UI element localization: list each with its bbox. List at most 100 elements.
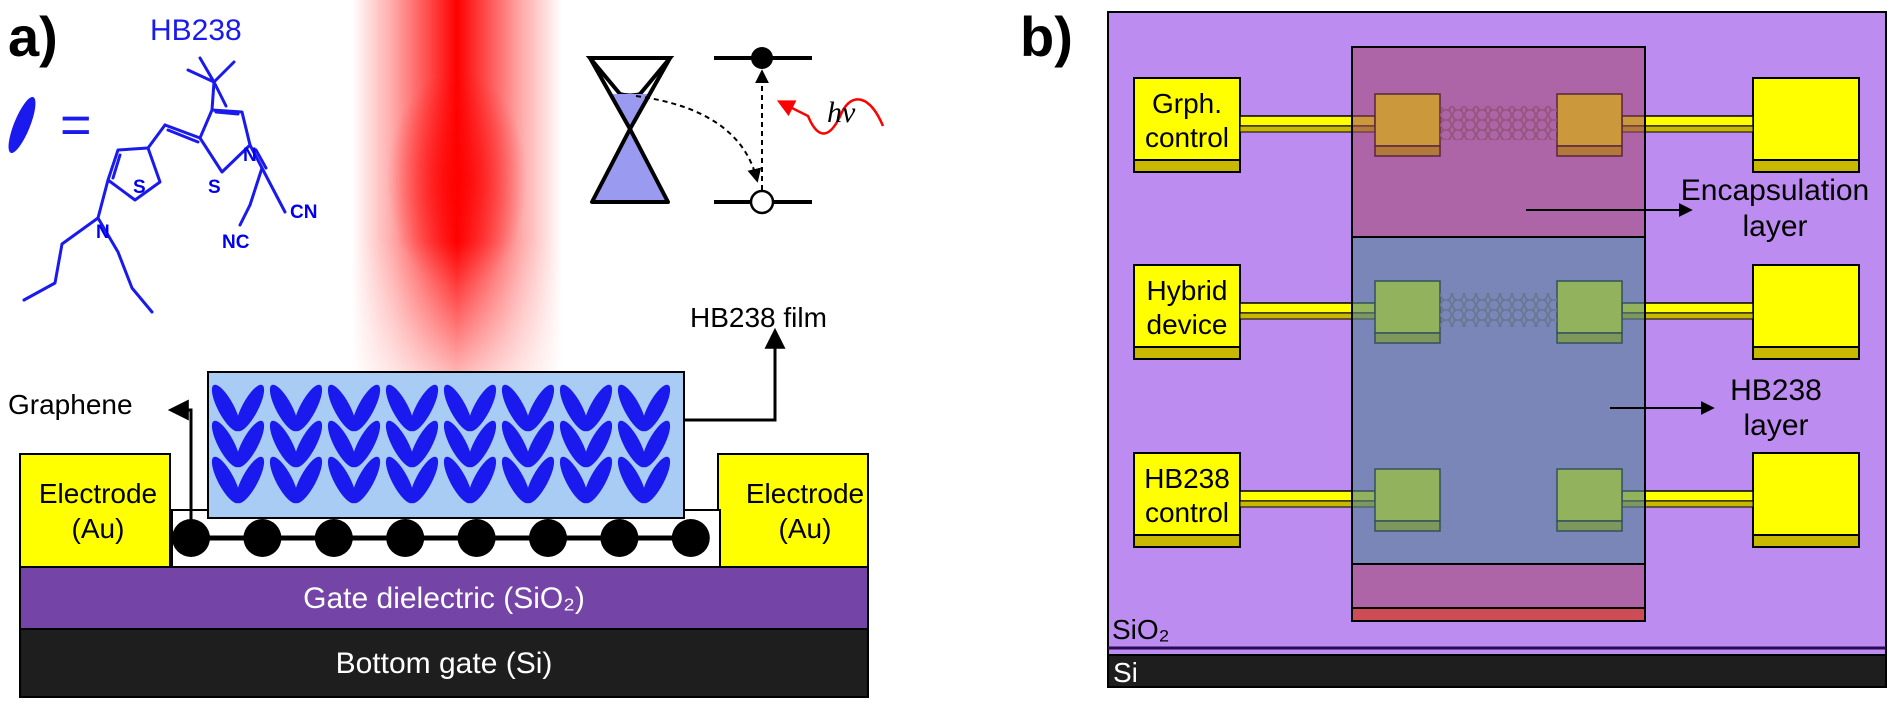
bond-pad-right (1752, 77, 1860, 161)
film-molecule (409, 456, 439, 504)
graphene-atom (314, 519, 353, 557)
panel-b: b) SiO₂ Si Grph.controlHybriddeviceHB238… (1020, 5, 1887, 688)
film-molecule (211, 384, 241, 432)
atom-s1: S (133, 177, 146, 198)
film-callout-line (684, 327, 786, 422)
atom-s2: S (208, 177, 221, 198)
film-molecule (583, 420, 613, 468)
film-molecule (235, 420, 265, 468)
film-molecule (501, 420, 531, 468)
graphene-callout-line (167, 399, 193, 538)
film-molecule (351, 420, 381, 468)
film-molecule (385, 420, 415, 468)
encapsulation-callout-line2: layer (1742, 210, 1807, 243)
graphene-atom (386, 519, 425, 557)
bond-pad-right (1752, 264, 1860, 348)
electrode-left-line1: Electrode (39, 478, 157, 509)
film-molecule (501, 456, 531, 504)
molecule-name: HB238 (150, 14, 242, 47)
encapsulation-bottom (1351, 563, 1646, 609)
film-molecule (293, 456, 323, 504)
graphene-callout-label: Graphene (8, 389, 133, 420)
film-molecule (467, 456, 497, 504)
film-molecule (641, 456, 671, 504)
electrode-right-line2: (Au) (779, 513, 832, 544)
si-label: Si (1113, 657, 1138, 688)
film-molecule (617, 420, 647, 468)
panel-a-label: a) (8, 5, 58, 68)
hole (749, 189, 775, 215)
laser-beam (352, 0, 562, 372)
film-molecule (559, 384, 589, 432)
row-label-line2: control (1145, 122, 1229, 153)
hb238-callout-line2: layer (1743, 409, 1808, 442)
atom-n-ring: N (243, 145, 257, 166)
molecule-atoms: S S N N CN NC (96, 145, 317, 253)
panel-b-label: b) (1020, 5, 1073, 68)
film-molecule (235, 456, 265, 504)
film-molecule (617, 456, 647, 504)
sio2-label: SiO₂ (1112, 614, 1170, 645)
film-molecule (501, 384, 531, 432)
film-molecule (327, 384, 357, 432)
film-molecule (409, 384, 439, 432)
film-molecule (269, 420, 299, 468)
bond-pad-right (1752, 452, 1860, 536)
film-molecule (525, 456, 555, 504)
encapsulation-edge (1351, 607, 1646, 622)
film-molecule (559, 420, 589, 468)
electrode-left (19, 453, 171, 568)
atom-nc: NC (222, 232, 250, 253)
gate-dielectric-label: Gate dielectric (SiO₂) (303, 582, 585, 615)
film-molecule (443, 384, 473, 432)
film-molecule (559, 456, 589, 504)
film-molecule (211, 456, 241, 504)
atom-cn: CN (290, 202, 317, 223)
graphene-atom (243, 519, 282, 557)
photon-label: hν (827, 96, 856, 129)
graphene-atoms (172, 519, 710, 557)
equals-sign: = (60, 95, 92, 155)
film-molecule (525, 420, 555, 468)
film-molecule (467, 384, 497, 432)
graphene-atom (457, 519, 496, 557)
hb238-layer (1351, 236, 1646, 565)
encapsulation-layer (1351, 46, 1646, 238)
film-molecules (211, 384, 671, 504)
gate-dielectric-layer (19, 566, 869, 630)
film-molecule (327, 456, 357, 504)
substrate-si (1107, 654, 1887, 688)
film-molecule (583, 456, 613, 504)
film-molecule (211, 420, 241, 468)
device-stack: Bottom gate (Si) Gate dielectric (SiO₂) … (8, 302, 869, 698)
film-molecule (351, 384, 381, 432)
graphene-atom (671, 519, 710, 557)
film-molecule (583, 384, 613, 432)
film-molecule (385, 384, 415, 432)
film-molecule (293, 420, 323, 468)
film-molecule (385, 456, 415, 504)
film-molecule (443, 420, 473, 468)
bottom-gate-layer (19, 628, 869, 698)
excited-electron (751, 47, 773, 69)
film-molecule (293, 384, 323, 432)
hb238-callout-line1: HB238 (1730, 374, 1822, 407)
film-molecule (327, 420, 357, 468)
film-molecule (409, 420, 439, 468)
film-molecule (269, 456, 299, 504)
electrode-right (717, 453, 869, 568)
film-molecule (235, 384, 265, 432)
atom-n-amine: N (96, 222, 110, 243)
film-molecule (467, 420, 497, 468)
film-molecule (641, 384, 671, 432)
graphene-atom (529, 519, 567, 557)
bottom-gate-label: Bottom gate (Si) (336, 647, 553, 680)
electrode-right-line1: Electrode (746, 478, 864, 509)
film-molecule (351, 456, 381, 504)
electrode-left-line2: (Au) (72, 513, 125, 544)
film-molecule (525, 384, 555, 432)
film-molecule (641, 420, 671, 468)
